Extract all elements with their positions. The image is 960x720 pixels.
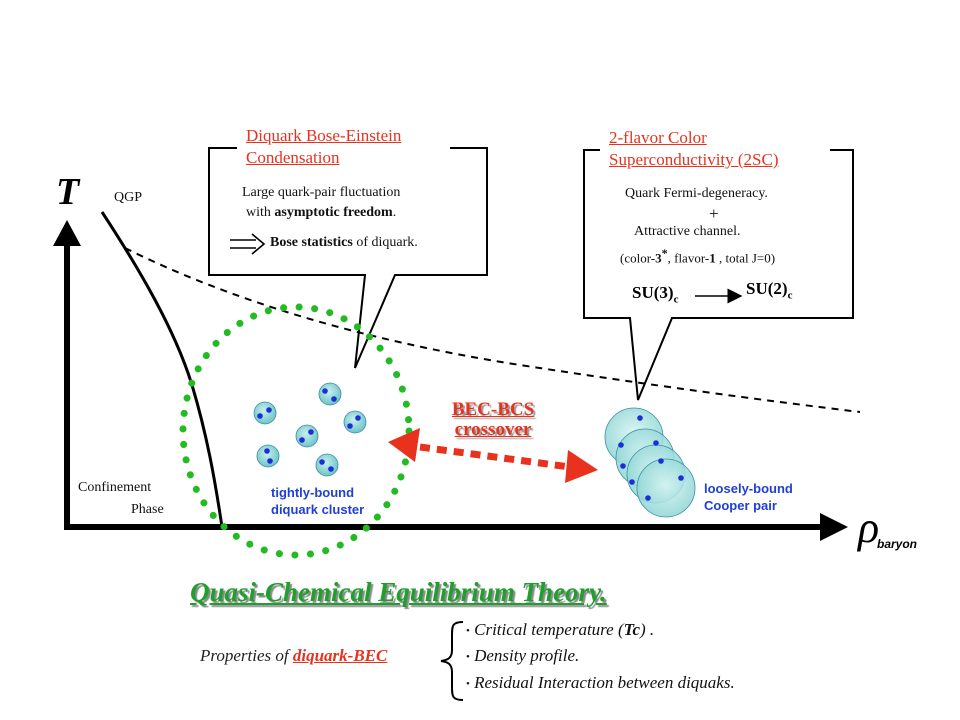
bec-text-line3-bold: Bose statistics: [270, 235, 353, 250]
bullet-dot: •: [466, 651, 470, 664]
diquark-cluster: [256, 444, 280, 468]
sc-text-line3: (color-3*, flavor-1 , total J=0): [620, 246, 775, 266]
bec-region-dotted-ring: [179, 303, 413, 559]
diquark-cluster: [343, 410, 367, 434]
implies-arrow-icon: [230, 233, 266, 255]
properties-label: Properties of diquark-BEC: [200, 646, 387, 666]
tightly-bound-diquark-clusters: [253, 382, 367, 477]
sc-plus-sign: +: [709, 204, 719, 223]
bullet-residual-interaction: • Residual Interaction between diquaks.: [466, 673, 735, 693]
crossover-label-line1: BEC-BCS: [451, 399, 535, 420]
loose-label-line2: Cooper pair: [704, 498, 777, 513]
sc-text-line1: Quark Fermi-degeneracy.: [625, 186, 768, 201]
sc-line3-post: , total J=0): [715, 250, 776, 266]
diquark-cluster: [295, 424, 319, 448]
tight-label-line1: tightly-bound: [271, 485, 355, 500]
bec-text-line3: Bose statistics of diquark.: [270, 235, 418, 251]
sc-line3-pre: (color-: [620, 250, 656, 266]
tc-symbol: Tc: [623, 620, 640, 639]
bullet-text: Critical temperature (: [474, 620, 624, 639]
su3-label: SU(3)c: [632, 283, 678, 305]
y-axis-label: T: [56, 171, 80, 213]
theory-title: Quasi-Chemical Equilibrium Theory.: [190, 577, 607, 607]
crossover-double-arrow: [388, 428, 598, 483]
tight-label-line2: diquark cluster: [271, 502, 365, 517]
bec-text-line3-post: of diquark.: [352, 235, 418, 250]
sc-line3-flavor: 1: [709, 250, 716, 266]
su2-text: SU(2): [746, 279, 788, 298]
bullet-density-profile: • Density profile.: [466, 646, 579, 666]
x-axis-label-symbol: ρ: [858, 503, 880, 552]
sc-title-line2: Superconductivity (2SC): [609, 150, 779, 169]
su3-text: SU(3): [632, 283, 674, 302]
bullet-dot: •: [466, 678, 470, 691]
crossover-label-line2: crossover: [454, 419, 532, 440]
su2-label: SU(2)c: [746, 279, 792, 301]
properties-pre: Properties of: [200, 646, 293, 665]
loosely-bound-cooper-pairs: [604, 407, 696, 518]
properties-red: diquark-BEC: [292, 646, 388, 665]
diquark-cluster: [318, 382, 342, 406]
tc-post: ) .: [640, 620, 655, 639]
sc-callout-box: [583, 149, 854, 401]
sc-text-line2: Attractive channel.: [634, 224, 741, 239]
x-axis-label-subscript: baryon: [877, 537, 918, 551]
bec-title-line1: Diquark Bose-Einstein: [246, 126, 402, 145]
diquark-cluster: [253, 401, 277, 425]
loose-label-line1: loosely-bound: [704, 481, 793, 496]
bec-text-line2: with asymptotic freedom.: [246, 205, 396, 221]
confinement-label-line2: Phase: [131, 502, 164, 517]
bullet-dot: •: [466, 625, 470, 638]
properties-brace: [440, 621, 464, 701]
bullet-critical-temperature: • Critical temperature (Tc) .: [466, 620, 654, 640]
bec-text-line2-bold: asymptotic freedom: [274, 205, 393, 220]
confinement-label-line1: Confinement: [78, 480, 152, 495]
bec-text-line1: Large quark-pair fluctuation: [242, 185, 401, 200]
su2-sub: c: [787, 289, 793, 302]
diquark-cluster: [315, 453, 339, 477]
bec-callout-box: [208, 147, 488, 369]
sc-title-line1: 2-flavor Color: [609, 128, 707, 147]
sc-line3-star: *: [661, 246, 668, 260]
bullet-text: Residual Interaction between diquaks.: [474, 673, 735, 692]
bec-title-line2: Condensation: [246, 148, 340, 167]
superconducting-boundary-curve: [124, 247, 861, 413]
su3-sub: c: [673, 293, 679, 306]
x-axis: [64, 513, 848, 541]
sc-line3-mid: , flavor-: [667, 250, 710, 266]
qgp-label: QGP: [114, 190, 143, 205]
bec-text-line2-post: .: [392, 205, 397, 220]
bec-text-line2-pre: with: [246, 205, 275, 220]
y-axis: [53, 220, 81, 528]
sc-line3-color: 3: [655, 250, 662, 266]
bullet-text: Density profile.: [474, 646, 580, 665]
